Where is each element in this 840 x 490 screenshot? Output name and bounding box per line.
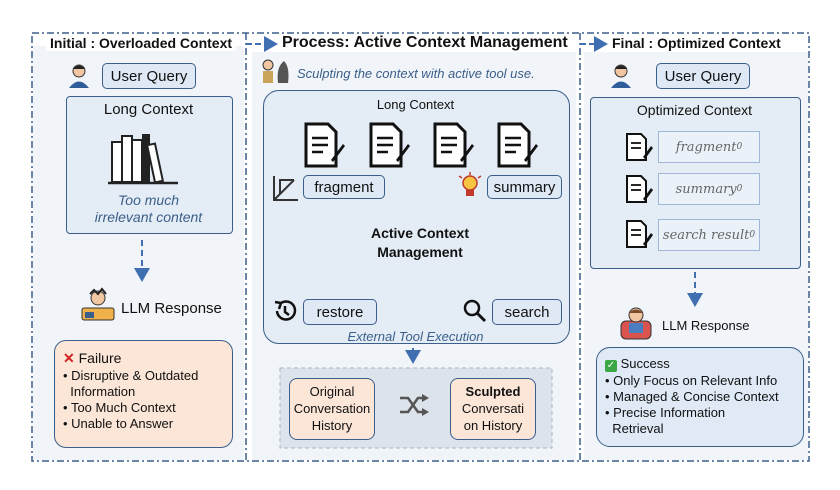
failure-title: Failure [78, 350, 122, 366]
failure-item: • Disruptive & Outdated [63, 368, 199, 383]
initial-note-line2: irrelevant content [94, 209, 203, 225]
fragment-tool: fragment [303, 175, 385, 199]
failure-title-row: ✕ Failure [63, 350, 121, 367]
document-icon [497, 122, 538, 168]
document-icon [369, 122, 410, 168]
success-item: Retrieval [612, 421, 664, 436]
optimized-context-label: Optimized Context [636, 102, 753, 118]
user-avatar-icon [69, 64, 89, 88]
original-line1: Original [309, 384, 355, 399]
sculpted-line2: Conversati [461, 401, 525, 416]
sculptor-icon [262, 59, 289, 83]
initial-long-context-label: Long Context [103, 101, 194, 118]
document-icon [433, 122, 474, 168]
original-history-box: Original Conversation History [289, 378, 375, 440]
stressed-person-icon [81, 287, 115, 321]
process-title: Process: Active Context Management [278, 34, 572, 52]
failure-item: Information [70, 384, 136, 399]
failure-item: • Too Much Context [63, 400, 176, 415]
success-title: Success [620, 356, 670, 371]
document-icon [626, 220, 653, 248]
initial-user-query: User Query [102, 63, 196, 89]
failure-item: • Unable to Answer [63, 416, 174, 431]
user-avatar-icon [611, 64, 631, 88]
process-long-context-label: Long Context [376, 97, 455, 112]
summary-tool: summary [487, 175, 562, 199]
cross-icon: ✕ [63, 350, 75, 366]
restore-tool: restore [303, 299, 377, 325]
external-tool-execution: External Tool Execution [347, 329, 484, 344]
final-user-query: User Query [656, 63, 750, 89]
history-icon [274, 300, 297, 321]
success-item: • Only Focus on Relevant Info [605, 373, 778, 388]
initial-note-line1: Too much [118, 192, 179, 208]
document-icon [626, 175, 653, 203]
success-item: • Precise Information [605, 405, 726, 420]
final-llm-response: LLM Response [662, 318, 750, 333]
center-line2: Management [377, 244, 463, 260]
shuffle-icon [400, 394, 429, 416]
final-title: Final : Optimized Context [608, 35, 785, 51]
success-item: • Managed & Concise Context [605, 389, 779, 404]
check-icon: ✓ [605, 360, 617, 372]
search-tool: search [492, 299, 562, 325]
search-icon [463, 299, 487, 323]
initial-title: Initial : Overloaded Context [46, 35, 237, 51]
books-icon [108, 134, 178, 185]
relaxed-person-icon [620, 307, 652, 340]
success-list: • Only Focus on Relevant Info • Managed … [605, 373, 779, 437]
success-card [596, 347, 804, 447]
document-icon [304, 122, 345, 168]
lightbulb-icon [458, 172, 482, 196]
failure-list: • Disruptive & Outdated Information • To… [63, 368, 198, 432]
sculpted-history-box: Sculpted Conversati on History [450, 378, 536, 440]
active-context-management: Active Context Management [350, 224, 490, 262]
failure-card [54, 340, 233, 448]
sculpted-line1: Sculpted [465, 384, 521, 399]
fragment-icon [273, 176, 298, 201]
initial-llm-response: LLM Response [121, 300, 222, 317]
initial-note: Too much irrelevant content [66, 192, 231, 226]
original-line3: History [311, 418, 353, 433]
sculpted-line3: on History [463, 418, 523, 433]
success-title-row: ✓ Success [605, 356, 670, 372]
process-subtitle: Sculpting the context with active tool u… [297, 66, 535, 81]
center-line1: Active Context [370, 225, 470, 241]
original-line2: Conversation [293, 401, 371, 416]
document-icon [626, 133, 653, 161]
